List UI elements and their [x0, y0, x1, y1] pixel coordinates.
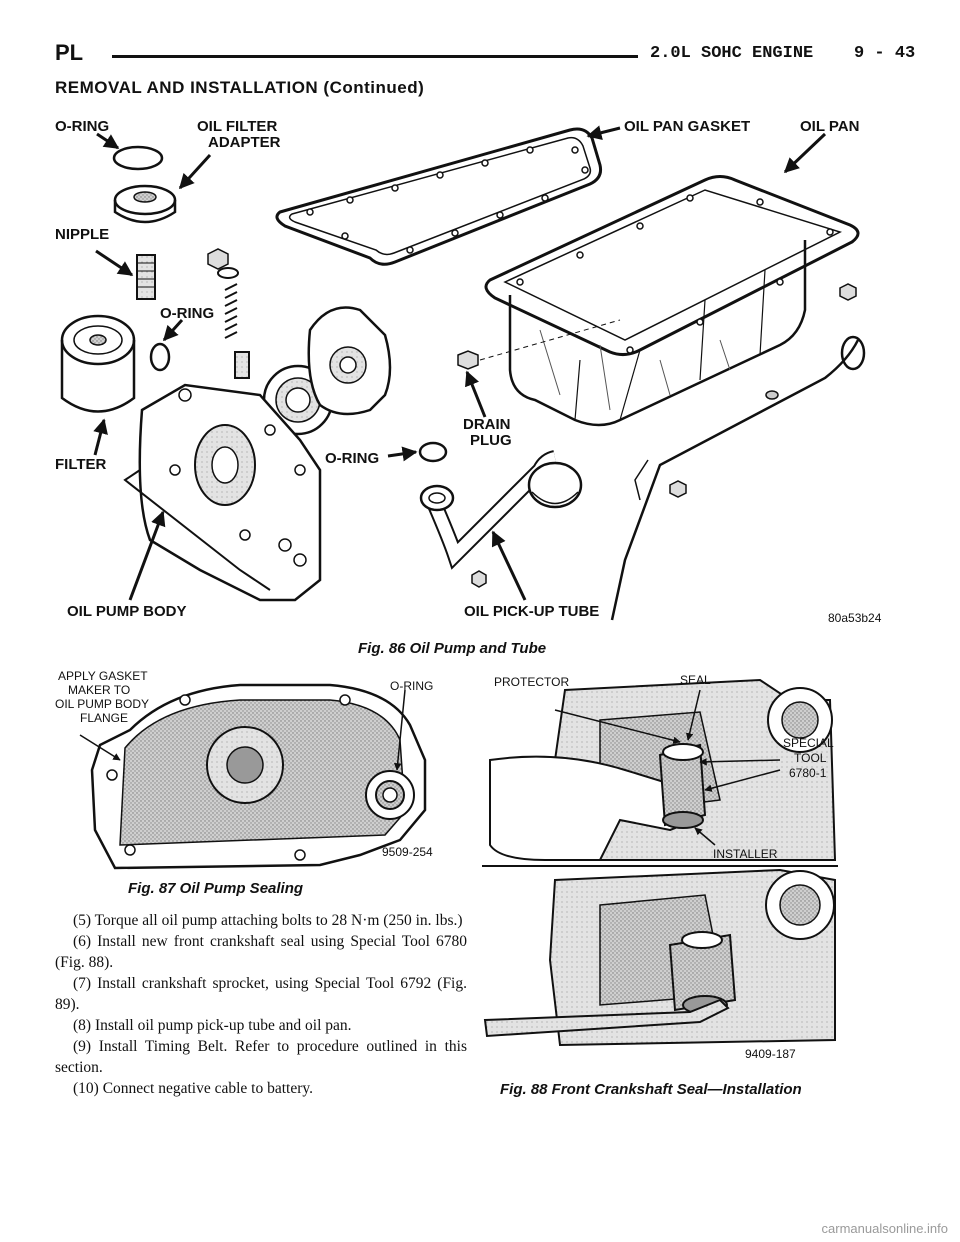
pickup-oring-drawing	[418, 441, 448, 463]
relief-bolt-drawing	[207, 248, 229, 270]
label-oring-low: O-RING	[325, 450, 379, 467]
label-plug: PLUG	[470, 432, 512, 449]
dipstick-drawing	[610, 339, 860, 621]
label-drain: DRAIN	[463, 416, 511, 433]
label-oring-mid: O-RING	[160, 305, 214, 322]
fig87-apply-2: MAKER TO	[68, 683, 130, 697]
fig87-caption: Fig. 87 Oil Pump Sealing	[128, 880, 304, 897]
pan-bolt-drawing	[839, 283, 857, 301]
fig88-label-special-1: SPECIAL	[783, 736, 834, 750]
fig88-label-protector: PROTECTOR	[494, 675, 569, 689]
fig87-apply-4: FLANGE	[80, 711, 128, 725]
fig86-oil-pump-and-tube: O-RING OIL FILTER ADAPTER OIL PAN GASKET…	[55, 118, 882, 625]
label-oil-filter-adapter-2: ADAPTER	[208, 134, 281, 151]
drain-plug-drawing	[457, 350, 479, 370]
wrench-drawing	[483, 998, 730, 1038]
header-rule	[112, 55, 638, 58]
top-oring-drawing	[112, 145, 164, 171]
step-8: (8) Install oil pump pick-up tube and oi…	[73, 1017, 352, 1034]
step-9: (9) Install Timing Belt. Refer to proced…	[55, 1038, 467, 1076]
fig87-oil-pump-sealing: APPLY GASKET MAKER TO OIL PUMP BODY FLAN…	[55, 669, 433, 870]
watermark: carmanualsonline.info	[821, 1221, 948, 1236]
oil-filter-drawing	[60, 314, 136, 413]
relief-spring-drawing	[224, 283, 238, 339]
step-6: (6) Install new front crankshaft seal us…	[55, 933, 467, 971]
procedure-steps: (5) Torque all oil pump attaching bolts …	[55, 910, 467, 1099]
oil-pan-drawing	[484, 175, 860, 357]
filter-oring-drawing	[149, 342, 171, 372]
fig88-label-special-3: 6780-1	[789, 766, 827, 780]
step-10: (10) Connect negative cable to battery.	[73, 1080, 314, 1097]
fig88-front-crankshaft-seal-installation: PROTECTOR SEAL SPECIAL TOOL 6780-1 INSTA…	[482, 673, 838, 1061]
section-title: REMOVAL AND INSTALLATION (Continued)	[55, 78, 425, 97]
header-page-ref: 2.0L SOHC ENGINE 9 - 43	[650, 44, 916, 63]
label-filter: FILTER	[55, 456, 107, 473]
fig88-label-seal: SEAL	[680, 673, 711, 687]
fig88-caption: Fig. 88 Front Crankshaft Seal—Installati…	[500, 1081, 802, 1098]
label-oring-top: O-RING	[55, 118, 109, 135]
fig87-code: 9509-254	[382, 845, 433, 859]
step-7: (7) Install crankshaft sprocket, using S…	[55, 975, 467, 1013]
fig88-label-installer: INSTALLER	[713, 847, 778, 861]
step-5: (5) Torque all oil pump attaching bolts …	[73, 912, 463, 929]
fig87-apply-1: APPLY GASKET	[58, 669, 148, 683]
header-section-code: PL	[55, 40, 84, 65]
label-oil-pan-gasket: OIL PAN GASKET	[624, 118, 750, 135]
nipple-drawing	[136, 254, 156, 300]
oil-pan-gasket-drawing	[275, 127, 602, 266]
label-oil-pickup-tube: OIL PICK-UP TUBE	[464, 603, 599, 620]
fig88-label-special-2: TOOL	[794, 751, 827, 765]
label-oil-pan: OIL PAN	[800, 118, 859, 135]
oil-pump-body-drawing	[123, 383, 322, 602]
fig88-code: 9409-187	[745, 1047, 796, 1061]
label-oil-pump-body: OIL PUMP BODY	[67, 603, 186, 620]
fig87-label-oring: O-RING	[390, 679, 433, 693]
label-oil-filter-adapter-1: OIL FILTER	[197, 118, 277, 135]
fig86-code: 80a53b24	[828, 611, 882, 625]
fig86-caption: Fig. 86 Oil Pump and Tube	[358, 640, 547, 657]
label-nipple: NIPPLE	[55, 226, 109, 243]
fig87-apply-3: OIL PUMP BODY	[55, 697, 149, 711]
